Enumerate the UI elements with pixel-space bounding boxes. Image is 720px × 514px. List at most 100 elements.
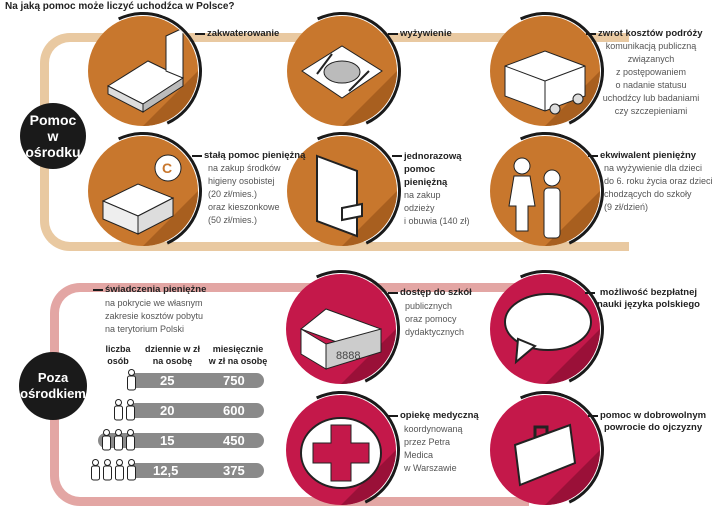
badge-line: ośrodkiem	[20, 386, 86, 401]
desc-line: chodzących do szkoły	[604, 189, 692, 199]
svg-text:C: C	[162, 160, 172, 176]
desc-line: Medica	[404, 450, 434, 460]
desc-line: komunikacją publiczną	[605, 41, 697, 51]
desc-line: związanych	[627, 54, 675, 64]
desc-line: higieny osobistej	[208, 176, 275, 186]
plate-icon	[287, 16, 397, 126]
monthly-value: 375	[223, 463, 245, 478]
monthly-value: 450	[223, 433, 245, 448]
person-icon	[114, 399, 123, 421]
bus-icon	[490, 16, 600, 126]
label-line: pieniężną	[404, 177, 448, 188]
person-icons	[101, 429, 136, 451]
badge-line: Poza	[37, 370, 69, 385]
svg-text:8888: 8888	[336, 350, 360, 362]
wallet-icon	[287, 136, 397, 246]
person-icon	[127, 459, 136, 481]
badge-line: w ośrodku	[25, 128, 81, 160]
desc-line: na pokrycie we własnym	[105, 298, 203, 308]
header-line: liczba	[105, 344, 131, 354]
medical-cross-icon	[286, 395, 396, 505]
person-icon	[102, 429, 111, 451]
person-icon	[127, 369, 136, 391]
label-line: pomoc w dobrowolnym	[600, 410, 707, 421]
desc-line: na terytorium Polski	[105, 324, 185, 334]
desc-line: przez Petra	[404, 437, 451, 447]
person-icon	[114, 429, 123, 451]
desc-line: do 6. roku życia oraz dzieci	[604, 176, 713, 186]
item-desc: na zakup środków higieny osobistej (20 zł/…	[208, 162, 281, 227]
header-line: dziennie w zł	[144, 344, 200, 354]
person-icons	[126, 369, 137, 391]
desc-line: uchodźcy lub badaniami	[602, 93, 700, 103]
daily-value: 20	[160, 403, 175, 418]
desc-line: na wyżywienie dla dzieci	[604, 163, 703, 173]
label-line: pomoc	[404, 164, 436, 175]
desc-line: dydaktycznych	[405, 327, 465, 337]
item-desc: na wyżywienie dla dzieci do 6. roku życia…	[604, 162, 713, 214]
desc-line: (9 zł/dzień)	[604, 202, 649, 212]
desc-line: (20 zł/mies.)	[208, 189, 258, 199]
header-line: na osobę	[152, 356, 193, 366]
table-row: 25 750	[128, 373, 264, 388]
monthly-value: 750	[223, 373, 245, 388]
suitcase-icon	[490, 395, 600, 505]
item-label: jednorazową pomoc pieniężną	[392, 150, 462, 189]
speech-bubble-icon	[490, 274, 600, 384]
bed-icon	[88, 16, 198, 126]
benefits-label: świadczenia pieniężne	[92, 284, 207, 295]
person-icon	[115, 459, 124, 481]
table-row: 15 450	[98, 433, 264, 448]
header-line: miesięcznie	[212, 344, 264, 354]
item-label: wyżywienie	[388, 28, 452, 39]
label-line: jednorazową	[404, 151, 462, 162]
item-label: ekwiwalent pieniężny	[587, 150, 697, 161]
desc-line: oraz pomocy	[405, 314, 457, 324]
item-desc: komunikacją publiczną związanych z postępo…	[596, 40, 706, 118]
desc-line: (50 zł/mies.)	[208, 215, 258, 225]
children-icon	[490, 136, 600, 246]
desc-line: oraz kieszonkowe	[208, 202, 280, 212]
person-icon	[126, 429, 135, 451]
benefits-desc: na pokrycie we własnym zakresie kosztów p…	[105, 297, 203, 336]
item-label: dostęp do szkół	[388, 287, 472, 298]
person-icon	[91, 459, 100, 481]
person-icons	[113, 399, 136, 421]
desc-line: czy szczepieniami	[614, 106, 688, 116]
item-label: opiekę medyczną	[388, 410, 479, 421]
desc-line: odzieży	[404, 203, 435, 213]
person-icon	[126, 399, 135, 421]
page-title: Na jaką pomoc może liczyć uchodźca w Pol…	[5, 1, 235, 12]
desc-line: zakresie kosztów pobytu	[105, 311, 204, 321]
item-label: zwrot kosztów podróży	[586, 28, 703, 39]
school-icon: 8888	[286, 274, 396, 384]
desc-line: koordynowaną	[404, 424, 463, 434]
label-line: nauki języka polskiego	[597, 299, 700, 310]
desc-line: z postępowaniem	[615, 67, 687, 77]
person-icons	[90, 459, 137, 481]
money-stack-icon: C	[88, 136, 198, 246]
badge-line: Pomoc	[29, 112, 77, 128]
item-label: zakwaterowanie	[194, 28, 280, 39]
desc-line: w Warszawie	[404, 463, 457, 473]
label-line: możliwość bezpłatnej	[599, 287, 698, 298]
desc-line: o nadanie statusu	[615, 80, 687, 90]
daily-value: 15	[160, 433, 175, 448]
desc-line: publicznych	[405, 301, 453, 311]
desc-line: i obuwia (140 zł)	[404, 216, 470, 226]
person-icon	[103, 459, 112, 481]
header-line: w zł na osobę	[208, 356, 268, 366]
desc-line: na zakup środków	[208, 163, 281, 173]
header-monthly: miesięcznie w zł na osobę	[205, 343, 271, 367]
item-label: stałą pomoc pieniężną	[191, 150, 306, 161]
daily-value: 25	[160, 373, 175, 388]
